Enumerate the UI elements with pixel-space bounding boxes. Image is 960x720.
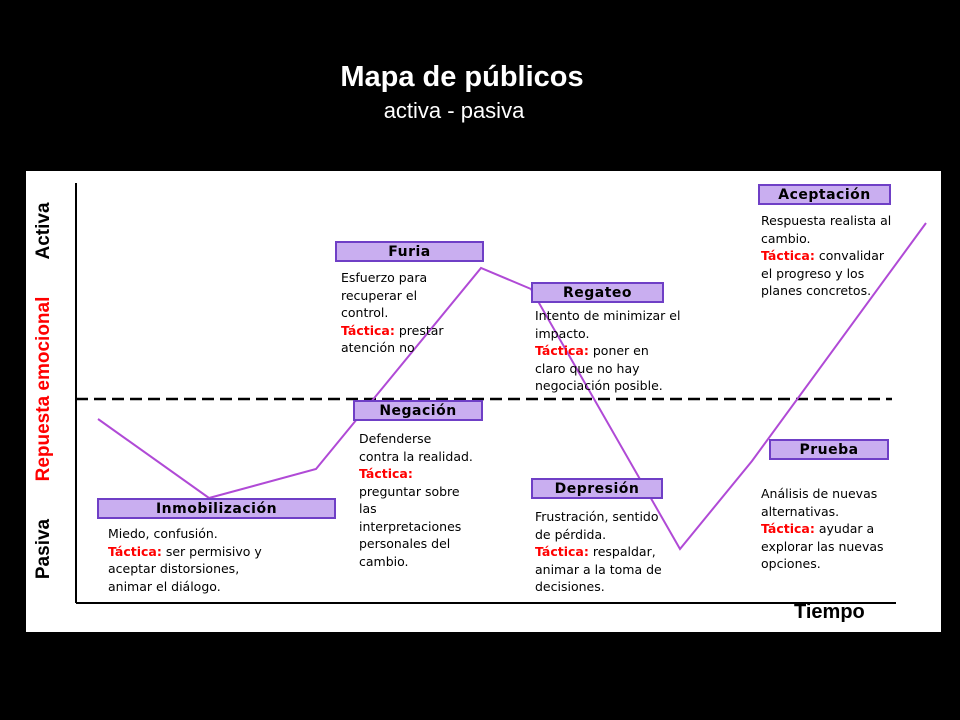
stage-line: Respuesta realista al [761, 213, 892, 228]
stage-text-aceptacion: Respuesta realista al cambio. Táctica: c… [761, 212, 891, 300]
stage-line: impacto. [535, 325, 590, 341]
stage-line: alternativas. [761, 503, 840, 519]
tactic-first: ayudar a [818, 521, 875, 536]
stage-line: cambio. [761, 230, 811, 246]
stage-line: animar el diálogo. [108, 578, 221, 594]
tactic-first: prestar [398, 322, 444, 338]
stage-text-prueba: Análisis de nuevas alternativas. Táctica… [761, 485, 884, 573]
stage-line: Frustración, sentido [535, 509, 659, 524]
stage-line: atención no [341, 340, 415, 355]
stage-tactic-line: Táctica: ser permisivo y [108, 543, 262, 561]
slide-title: Mapa de públicos [340, 61, 584, 93]
stage-line: Análisis de nuevas [761, 486, 878, 501]
diagram-panel: Activa Repuesta emocional Pasiva Tiempo … [26, 171, 941, 632]
stage-tactic-line: Táctica: ayudar a [761, 520, 884, 538]
axis-label-activa: Activa [33, 202, 54, 260]
tactic-label: Táctica: [535, 343, 589, 358]
tactic-first: ser permisivo y [165, 543, 262, 559]
slide-subtitle: activa - pasiva [383, 98, 525, 123]
stage-line: preguntar sobre [359, 483, 460, 499]
stage-tactic-line: Táctica: prestar [341, 322, 444, 340]
stage-line: recuperar el [341, 287, 418, 303]
stage-line: contra la realidad. [359, 448, 473, 464]
stage-box-negacion: Negación [353, 400, 483, 421]
tactic-label: Táctica: [761, 521, 815, 536]
tactic-label: Táctica: [359, 466, 413, 481]
stage-box-prueba: Prueba [769, 439, 889, 460]
stage-line: negociación posible. [535, 378, 663, 393]
stage-line: interpretaciones [359, 518, 462, 534]
stage-line: opciones. [761, 556, 821, 571]
emotional-curve [97, 222, 927, 551]
stage-line: Defenderse [359, 431, 432, 446]
tactic-first: poner en [592, 343, 649, 358]
stage-tactic-line: Táctica: respaldar, [535, 543, 662, 561]
stage-tactic-line: Táctica: poner en [535, 342, 680, 360]
stage-line: planes concretos. [761, 283, 872, 298]
stage-line: decisiones. [535, 579, 605, 594]
stage-line: de pérdida. [535, 526, 607, 542]
tactic-label: Táctica: [535, 544, 589, 559]
stage-text-negacion: Defenderse contra la realidad. Táctica: … [359, 430, 473, 570]
axis-label-tiempo: Tiempo [794, 601, 865, 623]
stage-line: aceptar distorsiones, [108, 561, 240, 576]
stage-line: el progreso y los [761, 265, 865, 281]
stage-box-furia: Furia [335, 241, 484, 262]
stage-line: personales del [359, 536, 451, 551]
stage-line: animar a la toma de [535, 561, 662, 577]
stage-text-furia: Esfuerzo para recuperar el control. Táct… [341, 269, 444, 357]
stage-line: control. [341, 305, 389, 320]
axis-label-pasiva: Pasiva [33, 518, 54, 580]
tactic-first: respaldar, [592, 544, 656, 559]
stage-text-regateo: Intento de minimizar el impacto. Táctica… [535, 307, 680, 395]
stage-line: las [359, 501, 377, 516]
tactic-first: convalidar [818, 248, 885, 263]
stage-box-regateo: Regateo [531, 282, 664, 303]
stage-box-aceptacion: Aceptación [758, 184, 891, 205]
stage-line: Esfuerzo para [341, 270, 428, 285]
diagram-svg [75, 183, 927, 604]
tactic-label: Táctica: [341, 322, 395, 338]
stage-text-depresion: Frustración, sentido de pérdida. Táctica… [535, 508, 662, 596]
stage-line: claro que no hay [535, 360, 640, 376]
stage-line: cambio. [359, 553, 409, 569]
stage-tactic-line: Táctica: [359, 465, 473, 483]
stage-line: explorar las nuevas [761, 538, 884, 554]
stage-box-inmobilizacion: Inmobilización [97, 498, 336, 519]
axis-label-respuesta: Repuesta emocional [33, 296, 54, 482]
stage-box-depresion: Depresión [531, 478, 663, 499]
tactic-label: Táctica: [108, 543, 162, 559]
stage-line: Intento de minimizar el [535, 308, 681, 323]
stage-text-inmobilizacion: Miedo, confusión. Táctica: ser permisivo… [108, 525, 262, 595]
stage-tactic-line: Táctica: convalidar [761, 247, 891, 265]
stage-line: Miedo, confusión. [108, 526, 218, 541]
tactic-label: Táctica: [761, 248, 815, 263]
